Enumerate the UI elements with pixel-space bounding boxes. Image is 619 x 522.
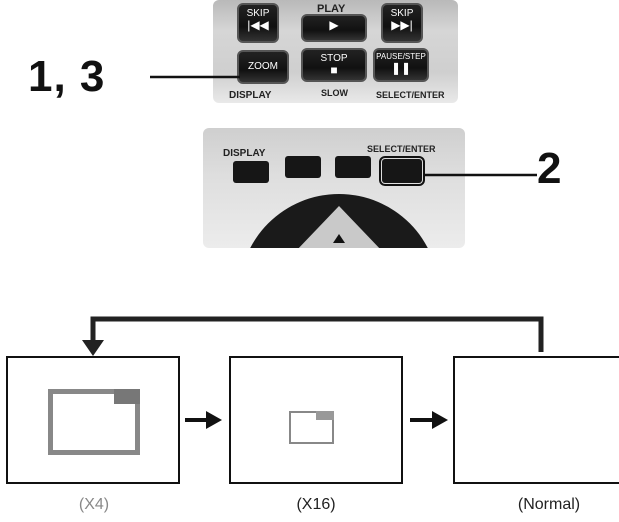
stop-icon: ■ [330, 63, 338, 77]
screen-normal [453, 356, 619, 484]
play-button[interactable]: ▶ [301, 14, 367, 42]
select-enter-label: SELECT/ENTER [367, 144, 436, 154]
pause-icon: ❚❚ [390, 60, 412, 75]
screen-zoom-x4 [6, 356, 180, 484]
zoom-corner-large [114, 389, 140, 404]
zoom-frame-large [48, 389, 140, 455]
loop-back-line [90, 316, 544, 352]
remote-top-section: SKIP |◀◀ PLAY ▶ SKIP ▶▶| ZOOM STOP ■ PAU… [213, 0, 458, 103]
direction-pad[interactable] [239, 194, 439, 248]
arrow-1-head [206, 411, 222, 429]
remote-button-2[interactable] [285, 156, 321, 178]
remote-middle-section: DISPLAY SELECT/ENTER [203, 128, 465, 248]
callout-steps-1-3: 1, 3 [28, 52, 106, 101]
select-enter-button[interactable] [379, 156, 425, 186]
pause-step-label: PAUSE/STEP [376, 52, 426, 61]
loop-back-arrowhead [82, 340, 104, 356]
skip-back-label: SKIP [246, 8, 270, 19]
arrow-2-head [432, 411, 448, 429]
remote-button-3[interactable] [335, 156, 371, 178]
skip-back-icon: |◀◀ [247, 18, 269, 32]
skip-forward-icon: ▶▶| [391, 18, 413, 32]
display-label-top: DISPLAY [229, 90, 272, 101]
zoom-button[interactable]: ZOOM [237, 50, 289, 84]
stop-button[interactable]: STOP ■ [301, 48, 367, 82]
select-enter-label-top: SELECT/ENTER [376, 90, 445, 100]
caption-x4: (X4) [78, 496, 110, 513]
zoom-label: ZOOM [248, 61, 278, 72]
display-button[interactable] [233, 161, 269, 183]
callout-step-2: 2 [537, 144, 563, 193]
caption-x16: (X16) [296, 496, 336, 513]
pause-step-button[interactable]: PAUSE/STEP ❚❚ [373, 48, 429, 82]
zoom-corner-small [316, 411, 334, 420]
slow-label: SLOW [321, 88, 348, 98]
skip-forward-label: SKIP [390, 8, 414, 19]
caption-normal: (Normal) [517, 496, 581, 513]
display-label: DISPLAY [223, 148, 266, 159]
stop-label: STOP [320, 53, 348, 64]
skip-back-button[interactable]: SKIP |◀◀ [237, 3, 279, 43]
up-arrow-icon [333, 234, 345, 243]
play-label: PLAY [317, 3, 346, 15]
skip-forward-button[interactable]: SKIP ▶▶| [381, 3, 423, 43]
play-icon: ▶ [329, 18, 339, 32]
zoom-frame-small [289, 411, 334, 444]
screen-zoom-x16 [229, 356, 403, 484]
